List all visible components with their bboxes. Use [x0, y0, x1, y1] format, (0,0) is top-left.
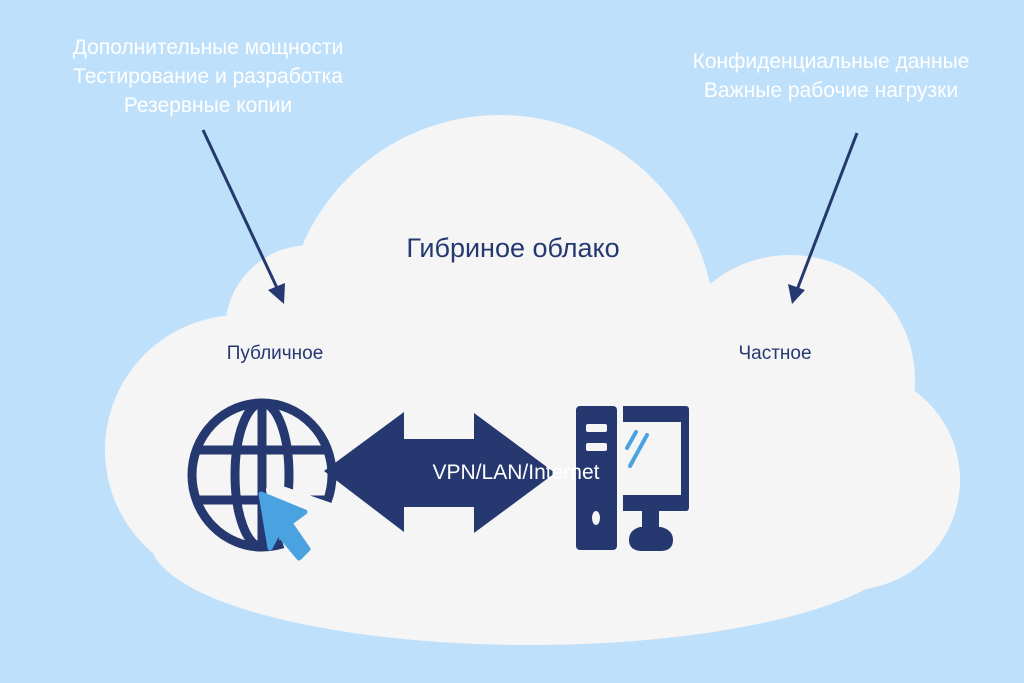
left-note: Резервные копии [123, 94, 293, 117]
right-note: Важные рабочие нагрузки [703, 79, 959, 102]
private-cloud-label: Частное [738, 343, 812, 364]
pointer-arrow-right [788, 132, 859, 304]
diagram-title: Гибриное облако [406, 233, 620, 263]
left-note: Дополнительные мощности [72, 36, 344, 59]
cursor-icon [258, 483, 347, 587]
left-note: Тестирование и разработка [73, 65, 343, 88]
right-notes: Конфиденциальные данные Важные рабочие н… [693, 47, 970, 105]
left-notes: Дополнительные мощности Тестирование и р… [73, 33, 344, 120]
computer-icon [576, 406, 689, 551]
right-note: Конфиденциальные данные [692, 50, 970, 73]
public-cloud-label: Публичное [226, 343, 324, 364]
connection-label: VPN/LAN/Internet [432, 461, 600, 484]
bidirectional-arrow [324, 412, 555, 533]
pointer-arrow-left [201, 129, 285, 304]
